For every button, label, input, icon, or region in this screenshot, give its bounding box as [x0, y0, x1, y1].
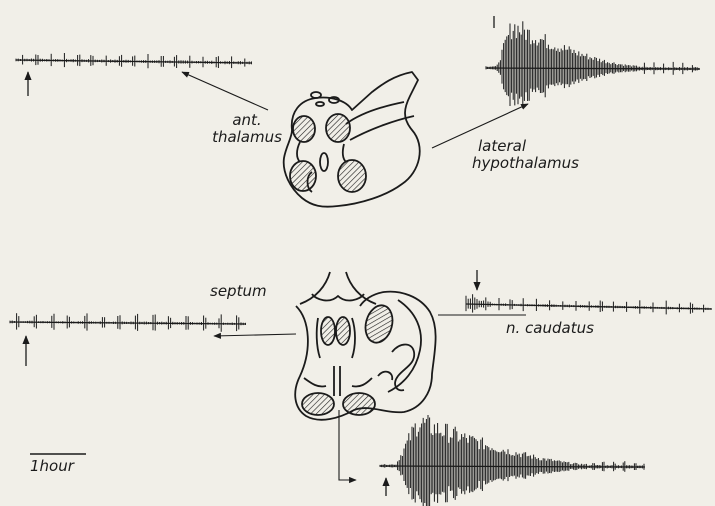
trace-ant-thalamus: [16, 53, 251, 68]
region-lateral-hypothalamus: [338, 160, 366, 192]
region-basal-left: [302, 393, 334, 415]
region-ant-thalamus-left: [293, 116, 315, 142]
trace-bursts: [10, 21, 710, 506]
label-n-caudatus: n. caudatus: [506, 320, 594, 337]
brain-section-lower: [295, 272, 435, 420]
label-ant-thalamus-line1: ant.: [210, 112, 284, 129]
scale-label: 1hour: [30, 458, 74, 475]
brain-section-upper: [284, 72, 420, 207]
region-septum-right: [336, 317, 350, 345]
label-lateral-line2: hypothalamus: [472, 155, 582, 172]
region-caudatus: [362, 302, 397, 345]
label-lateral-line1: lateral: [472, 138, 582, 155]
label-septum: septum: [210, 283, 267, 300]
pointer-septum: [214, 334, 296, 336]
pointer-lower: [339, 410, 356, 480]
label-lateral-hypothalamus: lateral hypothalamus: [472, 138, 582, 172]
label-ant-thalamus-line2: thalamus: [210, 129, 284, 146]
region-ant-thalamus-right: [326, 114, 350, 142]
trace-lateral-hypothalamus: [486, 21, 699, 108]
region-basal-right: [343, 393, 375, 415]
trace-lower: [380, 415, 644, 506]
pointer-ant-thalamus: [182, 72, 268, 110]
region-hypothalamus-left: [290, 161, 316, 191]
region-septum-left: [321, 317, 335, 345]
label-ant-thalamus: ant. thalamus: [210, 112, 284, 146]
